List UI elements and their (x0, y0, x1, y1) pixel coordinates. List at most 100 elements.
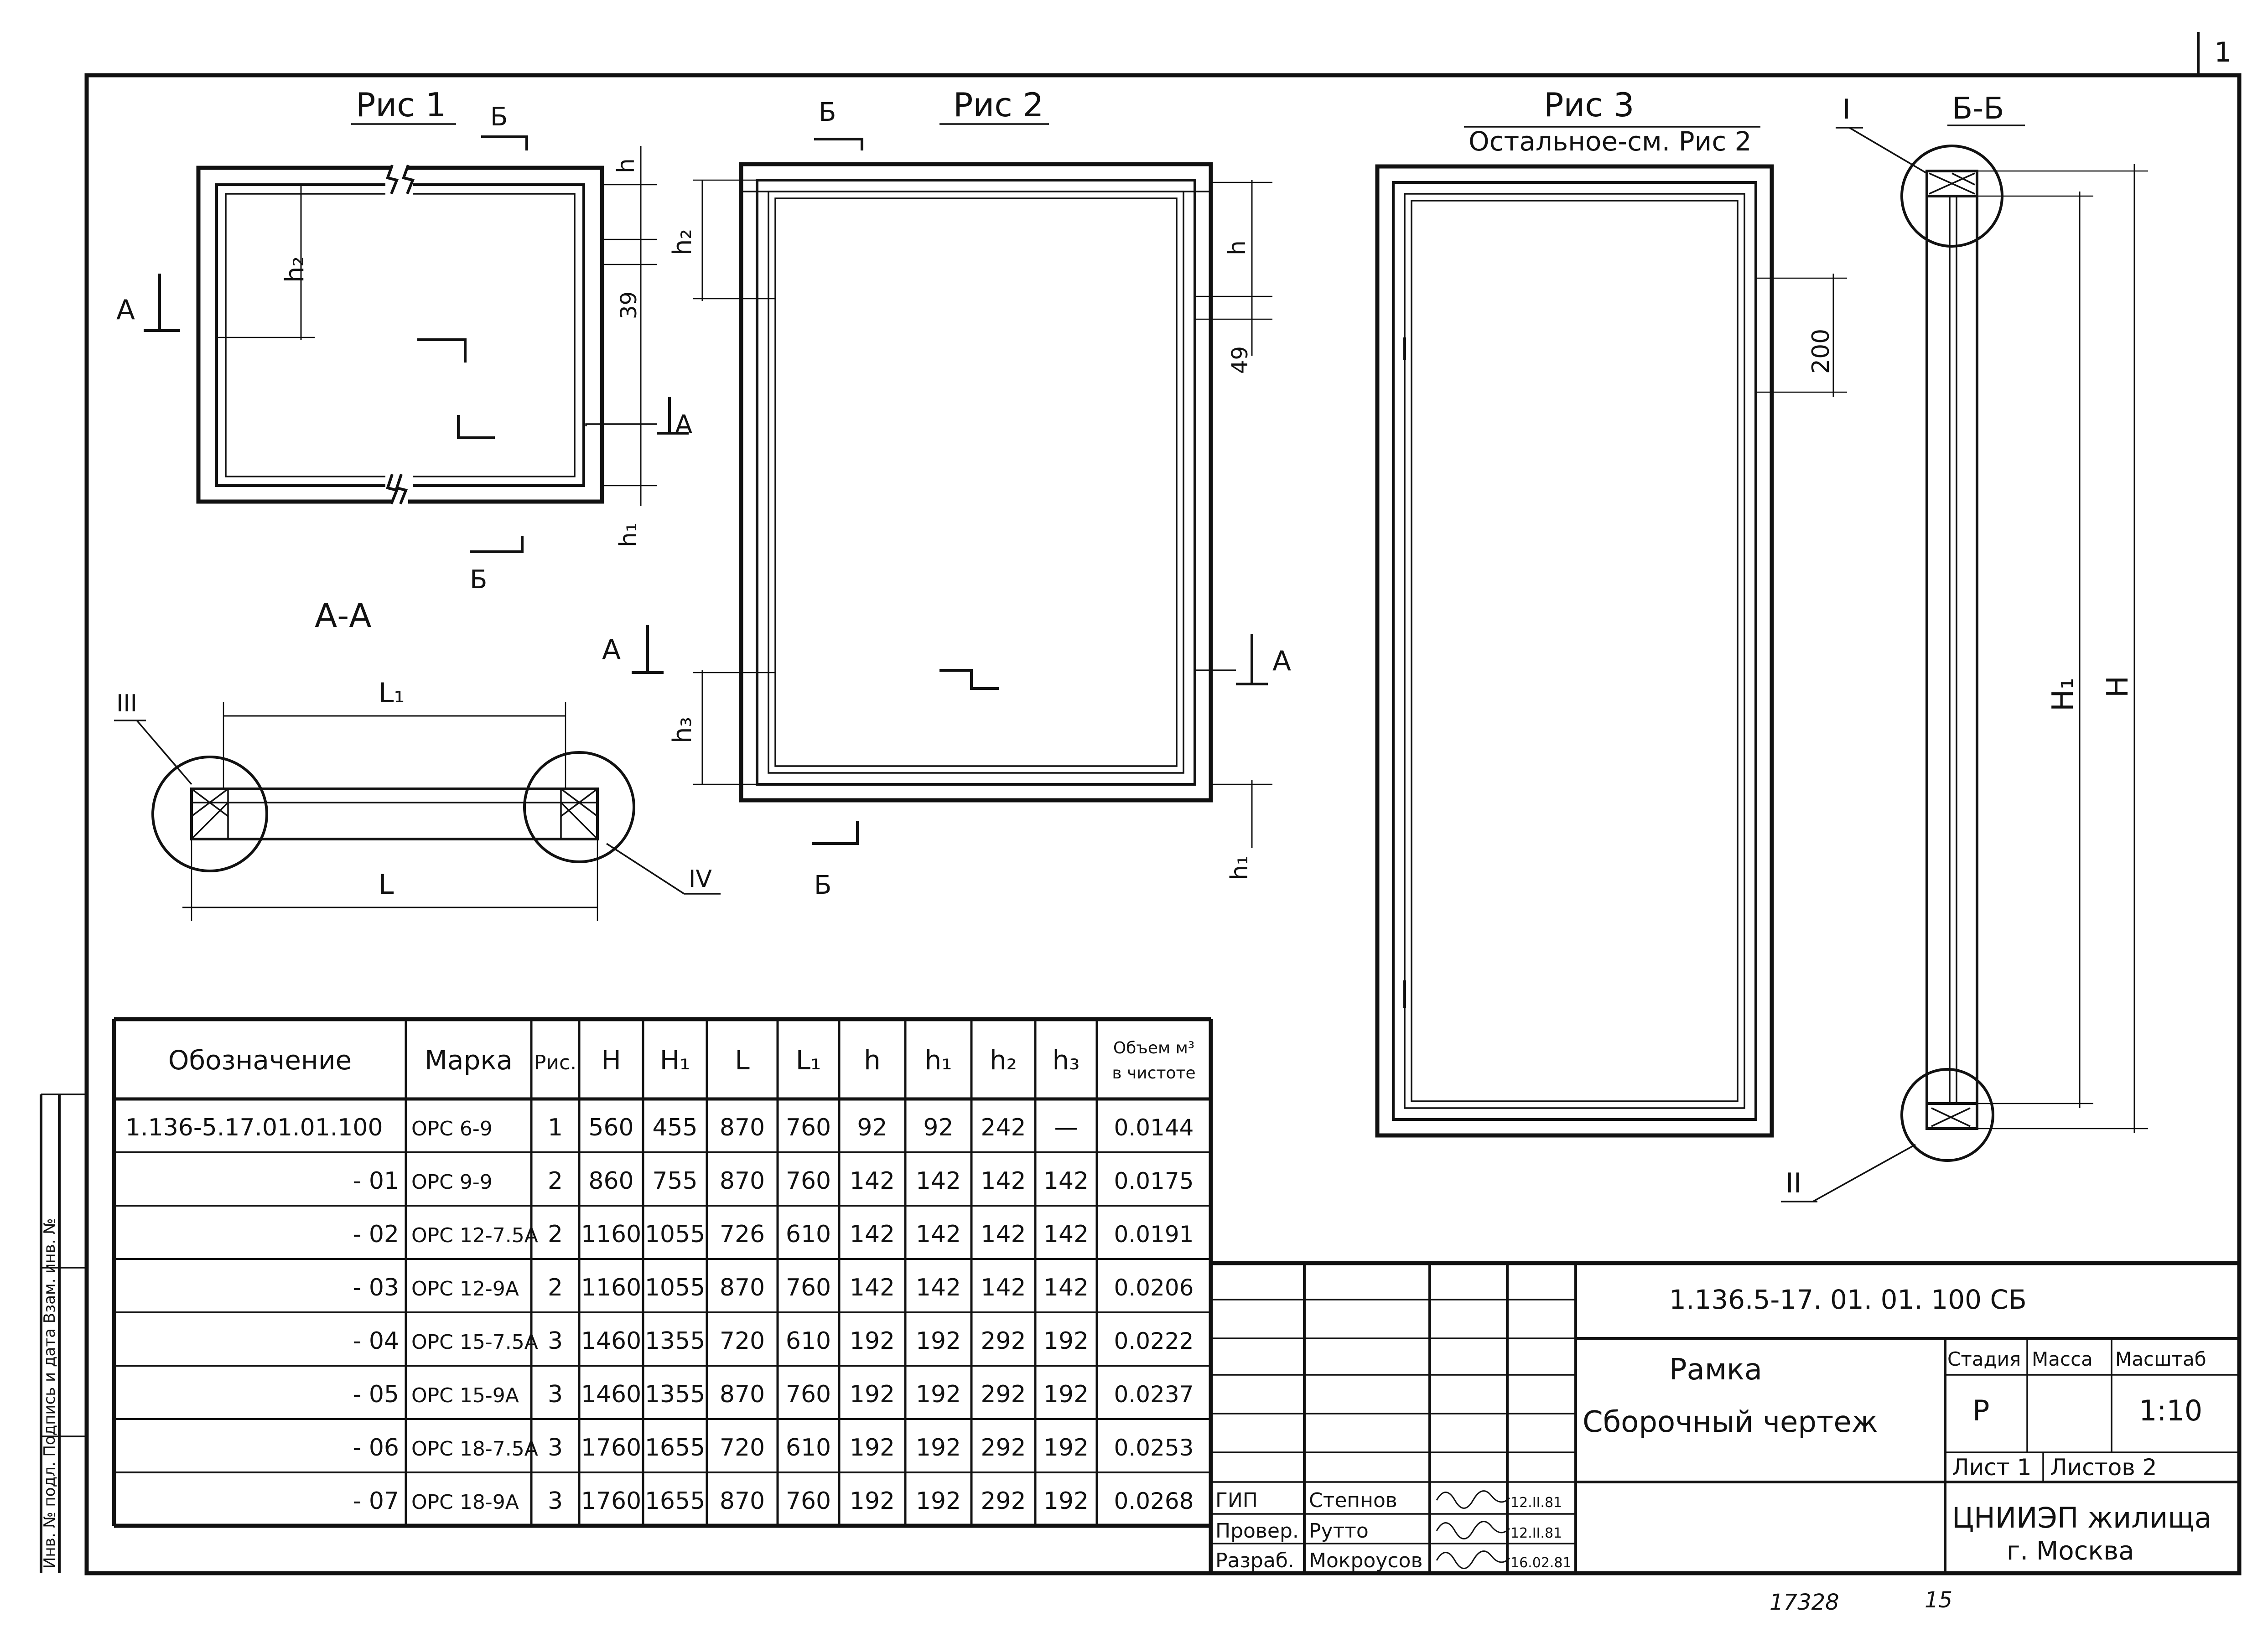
table-cell: 760 (786, 1114, 831, 1141)
table-cell: 760 (786, 1381, 831, 1408)
table-header-cell: h₃ (1052, 1045, 1080, 1076)
table-cell: 192 (1043, 1381, 1089, 1408)
table-header-cell: h₁ (924, 1045, 952, 1076)
table-cell: 870 (720, 1274, 765, 1301)
table-cell: 192 (850, 1487, 895, 1515)
table-cell: ОРС 12-7.5А (411, 1224, 538, 1247)
table-cell: 0.0268 (1114, 1488, 1194, 1514)
side-stamp-text: Инв. № подл. Подпись и дата Взам. инв. № (41, 1218, 59, 1569)
sig-role: Разраб. (1215, 1549, 1294, 1572)
fig2-h: h (1224, 240, 1251, 255)
fig1-d39: 39 (616, 291, 642, 319)
fig2-h1: h₁ (1226, 855, 1253, 880)
table-cell: ОРС 9-9 (411, 1171, 493, 1194)
sig-name: Мокроусов (1309, 1549, 1422, 1572)
node-ii-circle (1900, 1068, 1994, 1162)
document-code: 1.136.5-17. 01. 01. 100 СБ (1669, 1284, 2027, 1315)
drawing-name-line1: Рамка (1669, 1353, 1762, 1387)
table-cell: 860 (588, 1167, 633, 1195)
table-cell: 1460 (581, 1327, 641, 1355)
table-cell: 3 (548, 1381, 563, 1408)
sig-role: ГИП (1215, 1489, 1258, 1512)
scale-value: 1:10 (2139, 1394, 2202, 1427)
table-cell: 1 (548, 1114, 563, 1141)
page-seq-number: 15 (1925, 1587, 1952, 1613)
table-cell: 1355 (645, 1381, 705, 1408)
table-cell: - 03 (353, 1274, 399, 1301)
table-cell: 142 (981, 1274, 1026, 1301)
table-cell: 3 (548, 1327, 563, 1355)
table-cell: 0.0191 (1114, 1221, 1194, 1248)
table-cell: 192 (850, 1381, 895, 1408)
table-cell: 0.0144 (1114, 1114, 1194, 1141)
fig2-cut-a-right: А (1272, 645, 1291, 677)
table-cell: - 02 (353, 1221, 399, 1248)
fig1-h: h (612, 158, 640, 173)
fig2-h2: h₂ (668, 229, 697, 255)
table-header-cell: h (864, 1045, 881, 1076)
table-header-cell: Рис. (534, 1051, 576, 1074)
figure-3-subtitle: Остальное-см. Рис 2 (1469, 126, 1752, 157)
table-header-cell: H₁ (660, 1045, 690, 1076)
table-header-cell: L (735, 1045, 749, 1076)
table-cell: 870 (720, 1167, 765, 1195)
figure-3-title: Рис 3 (1544, 86, 1635, 124)
sheet-frame (84, 73, 2242, 1575)
table-cell: 1655 (645, 1434, 705, 1461)
table-cell: 2 (548, 1274, 563, 1301)
table-cell: 610 (786, 1327, 831, 1355)
node-iv-circle (523, 751, 635, 863)
section-bb: Б-Б I II H₁ H (1781, 91, 2148, 1202)
node-iii-circle (151, 756, 268, 872)
table-cell: 0.0175 (1114, 1168, 1194, 1194)
fig1-cut-b-top: Б (490, 102, 508, 132)
figure-1-title: Рис 1 (356, 86, 446, 124)
section-bb-h1: H₁ (2046, 678, 2080, 711)
fig2-cut-b-bottom: Б (814, 870, 831, 900)
table-cell: 2 (548, 1167, 563, 1195)
table-cell: 1460 (581, 1381, 641, 1408)
table-cell: - 05 (353, 1381, 399, 1408)
fig3-d200: 200 (1807, 329, 1835, 374)
table-cell: 760 (786, 1167, 831, 1195)
table-cell: 560 (588, 1114, 633, 1141)
page-number: 1 (2214, 36, 2232, 68)
signature-scribble (1436, 1521, 1510, 1539)
table-cell: ОРС 6-9 (411, 1117, 493, 1140)
table-cell: 142 (850, 1221, 895, 1248)
table-cell: 0.0206 (1114, 1275, 1194, 1301)
side-stamp: Инв. № подл. Подпись и дата Взам. инв. № (40, 1093, 87, 1573)
signature-scribble (1436, 1550, 1510, 1569)
table-cell: 1760 (581, 1487, 641, 1515)
table-cell: 192 (1043, 1487, 1089, 1515)
fig1-cut-a-left: А (116, 294, 135, 326)
sig-name: Степнов (1309, 1489, 1397, 1512)
org-city: г. Москва (2007, 1536, 2134, 1566)
table-cell: 142 (850, 1167, 895, 1195)
table-cell: 142 (916, 1274, 961, 1301)
table-cell: 870 (720, 1381, 765, 1408)
table-header-cell: Объем м³ (1113, 1039, 1194, 1057)
table-cell: - 04 (353, 1327, 399, 1355)
table-cell: 142 (1043, 1221, 1089, 1248)
table-cell: ОРС 18-7.5А (411, 1437, 538, 1461)
section-aa: А-А L₁ L III IV (114, 596, 721, 921)
node-iii-label: III (116, 690, 137, 717)
table-cell: 192 (916, 1434, 961, 1461)
sig-name: Рутто (1309, 1519, 1369, 1543)
table-cell: 142 (981, 1167, 1026, 1195)
scale-header: Масштаб (2115, 1348, 2206, 1370)
figure-2: Рис 2 Б Б А А h₂ h₃ (602, 86, 1291, 900)
table-cell: 292 (981, 1381, 1026, 1408)
sig-date: 12.II.81 (1510, 1495, 1562, 1511)
table-cell: 1160 (581, 1274, 641, 1301)
fig2-d49: 49 (1227, 346, 1253, 374)
node-ii-label: II (1785, 1167, 1801, 1199)
title-block: 1.136.5-17. 01. 01. 100 СБ Рамка Сборочн… (1209, 1261, 2242, 1575)
fig2-h3: h₃ (668, 717, 697, 743)
table-cell: 720 (720, 1434, 765, 1461)
table-cell: - 07 (353, 1487, 399, 1515)
sig-role: Провер. (1215, 1519, 1299, 1543)
table-cell: 292 (981, 1434, 1026, 1461)
